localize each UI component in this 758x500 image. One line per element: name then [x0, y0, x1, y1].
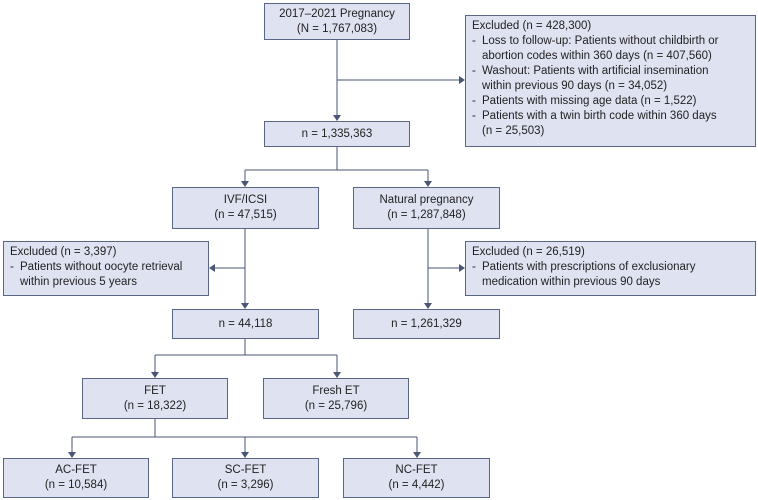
node-count: (n = 25,796)	[304, 399, 368, 412]
excluded-item-text: within previous 5 years	[20, 276, 137, 288]
node-label: FET	[144, 384, 166, 397]
node-count: (n = 4,442)	[388, 479, 445, 491]
excluded-item: - Washout: Patients with artificial inse…	[472, 64, 749, 94]
cohort-box: n = 1,335,363	[264, 121, 410, 147]
node-count: (n = 47,515)	[214, 209, 277, 221]
excluded-item-text: Patients with a twin birth code within 3…	[482, 110, 717, 122]
excluded-item-text: medication within previous 90 days	[482, 276, 661, 288]
excluded-item-text: Washout: Patients with artificial insemi…	[482, 65, 709, 77]
node-label: Natural pregnancy	[379, 194, 474, 206]
bullet-marker: -	[472, 95, 476, 107]
node-count: n = 1,335,363	[301, 127, 373, 140]
ivf-icsi-box: IVF/ICSI (n = 47,515)	[172, 187, 319, 229]
natural-pregnancy-box: Natural pregnancy (n = 1,287,848)	[353, 187, 500, 229]
sc-fet-box: SC-FET (n = 3,296)	[172, 458, 319, 498]
excluded-box-2: Excluded (n = 3,397) - Patients without …	[3, 241, 209, 296]
excluded-title: Excluded (n = 26,519)	[472, 246, 585, 258]
excluded-title: Excluded (n = 3,397)	[10, 246, 117, 258]
bullet-marker: -	[472, 35, 476, 47]
fet-box: FET (n = 18,322)	[82, 378, 228, 419]
node-count: (n = 1,287,848)	[387, 209, 466, 221]
node-label: SC-FET	[224, 464, 267, 476]
bullet-marker: -	[472, 110, 476, 122]
fresh-et-box: Fresh ET (n = 25,796)	[263, 378, 409, 419]
excluded-item: - Patients with prescriptions of exclusi…	[472, 260, 749, 290]
excluded-item-text: Patients with missing age data (n = 1,52…	[482, 95, 697, 107]
node-label: NC-FET	[395, 464, 438, 476]
excluded-item-text: Loss to follow-up: Patients without chil…	[482, 35, 719, 47]
bullet-marker: -	[472, 65, 476, 77]
excluded-item-text: Patients without oocyte retrieval	[20, 261, 183, 273]
excluded-box-1: Excluded (n = 428,300) - Loss to follow-…	[465, 15, 756, 147]
excluded-item-text: Patients with prescriptions of exclusion…	[482, 261, 696, 273]
node-label: AC-FET	[55, 464, 97, 476]
bullet-marker: -	[10, 261, 14, 273]
excluded-item: - Patients with missing age data (n = 1,…	[472, 94, 749, 109]
excluded-item-text: (n = 25,503)	[482, 125, 545, 137]
nc-fet-box: NC-FET (n = 4,442)	[343, 458, 490, 498]
excluded-item: - Patients without oocyte retrieval withi…	[10, 260, 202, 290]
node-count: n = 1,261,329	[391, 317, 462, 330]
node-label: Fresh ET	[312, 384, 360, 397]
pregnancy-box: 2017–2021 Pregnancy (N = 1,767,083)	[264, 3, 410, 40]
arrowhead	[209, 264, 215, 272]
node-count: n = 44,118	[218, 317, 273, 330]
node-count: (n = 3,296)	[217, 479, 274, 491]
excluded-item-text: within previous 90 days (n = 34,052)	[482, 80, 668, 92]
excluded-box-3: Excluded (n = 26,519) - Patients with pr…	[465, 241, 756, 296]
ivf-final-box: n = 44,118	[172, 309, 319, 339]
bullet-marker: -	[472, 261, 476, 273]
node-count: (n = 10,584)	[44, 479, 108, 491]
ac-fet-box: AC-FET (n = 10,584)	[3, 458, 149, 498]
node-count: (N = 1,767,083)	[296, 22, 378, 35]
excluded-item: - Patients with a twin birth code within…	[472, 109, 749, 139]
excluded-item-text: abortion codes within 360 days (n = 407,…	[482, 50, 712, 62]
excluded-item: - Loss to follow-up: Patients without ch…	[472, 34, 749, 64]
node-label: IVF/ICSI	[223, 194, 268, 206]
node-label: 2017–2021 Pregnancy	[279, 7, 395, 20]
node-count: (n = 18,322)	[123, 399, 187, 412]
excluded-title: Excluded (n = 428,300)	[472, 20, 592, 32]
natural-final-box: n = 1,261,329	[353, 309, 500, 339]
